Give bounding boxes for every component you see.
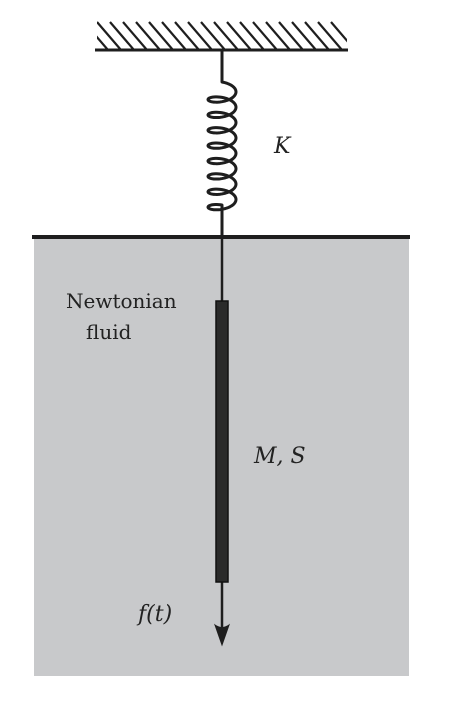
hatch-mark xyxy=(135,21,161,50)
hatch-mark xyxy=(148,21,174,50)
hatch-mark xyxy=(304,21,330,50)
slender-body xyxy=(215,300,229,583)
fluid-label-line2: fluid xyxy=(86,320,132,344)
hatch-mark xyxy=(239,21,265,50)
body-params-label: M, S xyxy=(253,444,306,469)
hatch-mark xyxy=(71,22,95,50)
hatch-mark xyxy=(187,21,213,50)
hatch-mark xyxy=(161,21,187,50)
hatch-mark xyxy=(317,21,343,50)
hatch-mark xyxy=(265,21,291,50)
hatch-mark xyxy=(278,21,304,50)
force-arrow-head xyxy=(214,623,230,647)
hatch-mark xyxy=(122,21,148,50)
hatch-mark xyxy=(213,21,239,50)
hatch-mark xyxy=(97,35,109,50)
spring-constant-label: K xyxy=(273,134,292,159)
ceiling-hatching xyxy=(71,21,347,50)
hatch-mark xyxy=(174,21,200,50)
fluid-label-line1: Newtonian xyxy=(66,289,177,313)
spring xyxy=(206,48,238,239)
hatch-mark xyxy=(109,21,135,50)
force-label: f(t) xyxy=(136,602,172,627)
hatch-mark xyxy=(330,21,347,43)
hatch-mark xyxy=(97,21,122,50)
hatch-mark xyxy=(291,21,317,50)
hatch-mark xyxy=(252,21,278,50)
hatch-mark xyxy=(226,21,252,50)
hatch-mark xyxy=(200,21,226,50)
